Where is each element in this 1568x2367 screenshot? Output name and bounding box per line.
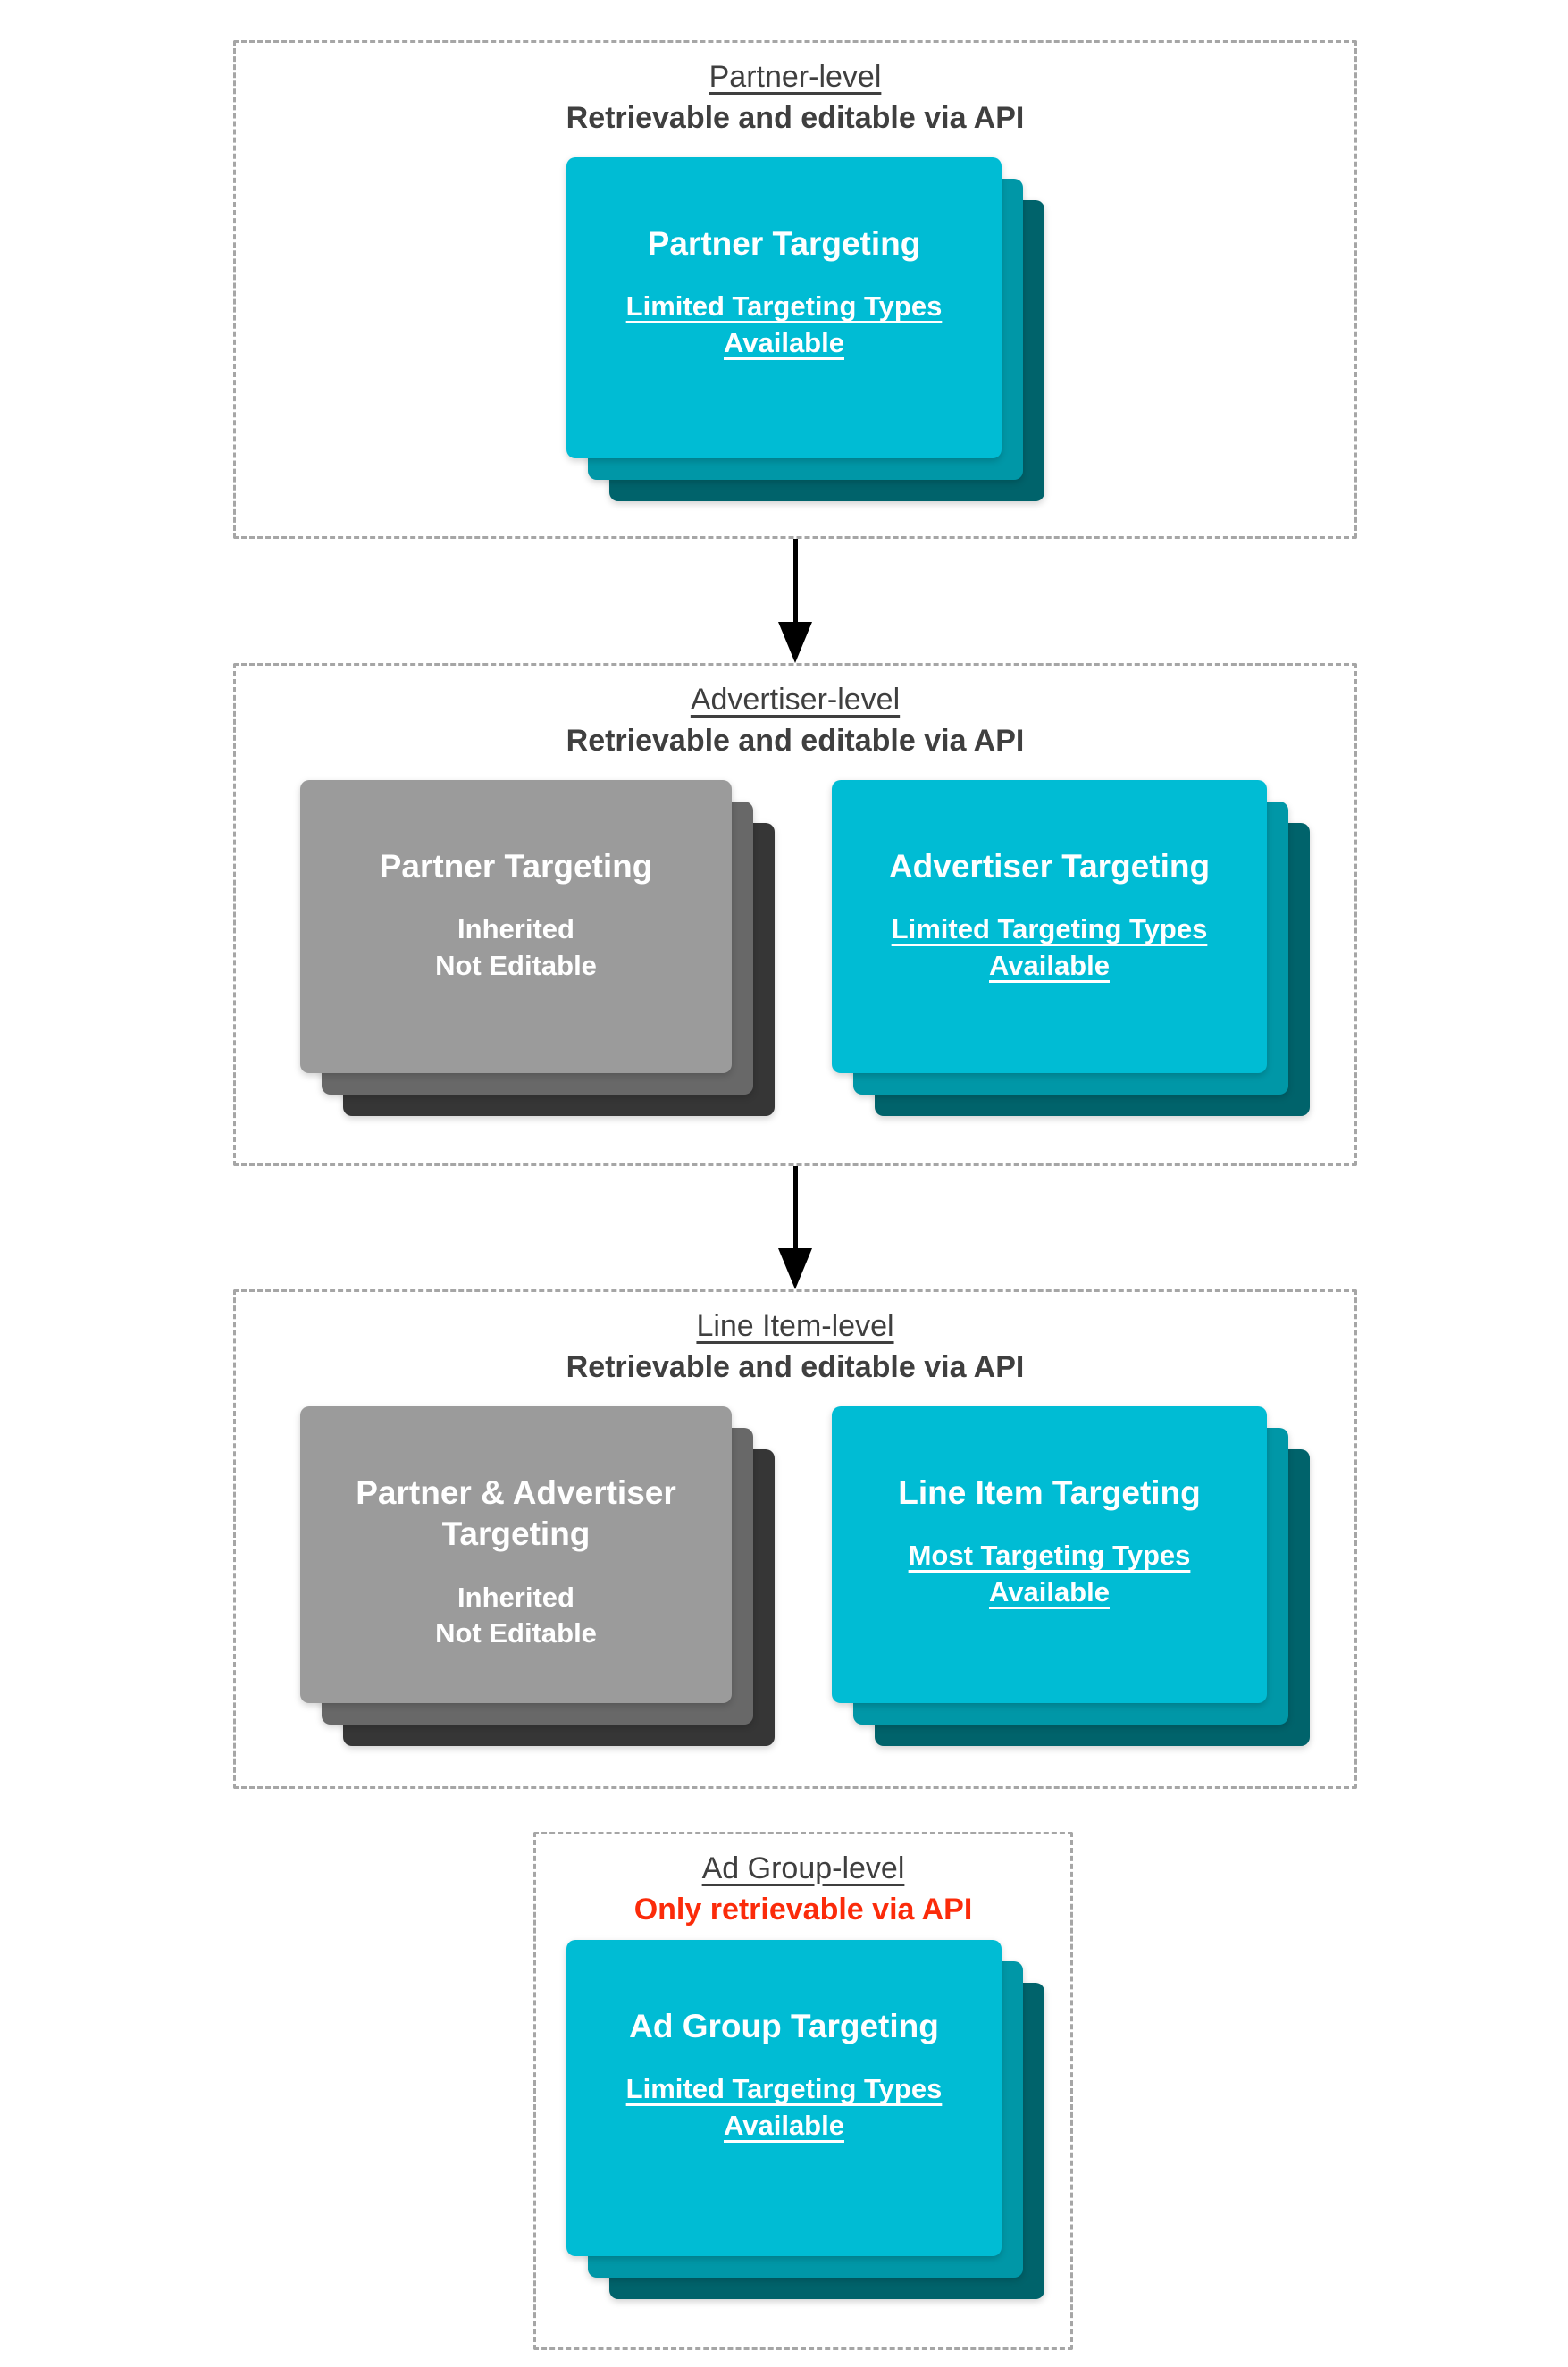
card-subtitle-line: Inherited [457, 913, 574, 945]
card-subtitle-line: Not Editable [435, 949, 597, 981]
card-front: Advertiser Targeting Limited Targeting T… [832, 780, 1267, 1073]
section-title: Advertiser-level [690, 683, 901, 717]
section-header: Advertiser-level Retrievable and editabl… [236, 666, 1354, 762]
partner-level-section: Partner-level Retrievable and editable v… [233, 40, 1357, 539]
section-subtitle: Retrievable and editable via API [566, 1349, 1025, 1384]
card-front: Ad Group Targeting Limited Targeting Typ… [566, 1940, 1002, 2256]
line-item-targeting-card: Line Item Targeting Most Targeting Types… [832, 1406, 1310, 1746]
section-title: Ad Group-level [701, 1851, 905, 1885]
section-header: Partner-level Retrievable and editable v… [236, 43, 1354, 139]
line-item-level-section: Line Item-level Retrievable and editable… [233, 1289, 1357, 1789]
section-title: Partner-level [709, 60, 882, 94]
card-title: Partner Targeting [379, 848, 653, 885]
card-title: Advertiser Targeting [888, 848, 1211, 885]
section-subtitle: Only retrievable via API [633, 1892, 973, 1926]
card-subtitle-line: Inherited [457, 1581, 574, 1613]
inherited-partner-advertiser-targeting-card: Partner & Advertiser Targeting Inherited… [300, 1406, 775, 1746]
card-title: Partner Targeting [647, 225, 921, 262]
card-subtitle-line: Limited Targeting Types [891, 913, 1208, 945]
ad-group-level-section: Ad Group-level Only retrievable via API [533, 1832, 1073, 2350]
section-header: Line Item-level Retrievable and editable… [236, 1292, 1354, 1389]
card-title: Partner & Advertiser Targeting [356, 1474, 676, 1553]
card-subtitle-line: Available [724, 326, 844, 358]
down-arrow-icon [778, 1166, 812, 1289]
partner-targeting-card: Partner Targeting Limited Targeting Type… [566, 157, 1044, 501]
card-subtitle-line: Available [989, 949, 1110, 981]
card-title: Line Item Targeting [898, 1474, 1201, 1511]
card-subtitle-line: Available [724, 2109, 844, 2141]
card-subtitle-line: Limited Targeting Types [625, 290, 943, 323]
card-front: Partner Targeting Inherited Not Editable [300, 780, 732, 1073]
advertiser-targeting-card: Advertiser Targeting Limited Targeting T… [832, 780, 1310, 1116]
advertiser-level-section: Advertiser-level Retrievable and editabl… [233, 663, 1357, 1166]
card-subtitle-line: Available [989, 1575, 1110, 1607]
card-front: Partner & Advertiser Targeting Inherited… [300, 1406, 732, 1703]
ad-group-targeting-card: Ad Group Targeting Limited Targeting Typ… [566, 1940, 1044, 2299]
section-subtitle: Retrievable and editable via API [566, 723, 1025, 758]
card-subtitle-line: Not Editable [435, 1616, 597, 1649]
section-subtitle: Retrievable and editable via API [566, 100, 1025, 135]
card-front: Partner Targeting Limited Targeting Type… [566, 157, 1002, 458]
card-subtitle-line: Limited Targeting Types [625, 2073, 943, 2105]
card-subtitle-line: Most Targeting Types [908, 1540, 1191, 1572]
section-header: Ad Group-level Only retrievable via API [536, 1834, 1070, 1931]
down-arrow-icon [778, 539, 812, 663]
card-title: Ad Group Targeting [629, 2008, 939, 2044]
card-front: Line Item Targeting Most Targeting Types… [832, 1406, 1267, 1703]
inherited-partner-targeting-card: Partner Targeting Inherited Not Editable [300, 780, 775, 1116]
section-title: Line Item-level [696, 1309, 894, 1343]
